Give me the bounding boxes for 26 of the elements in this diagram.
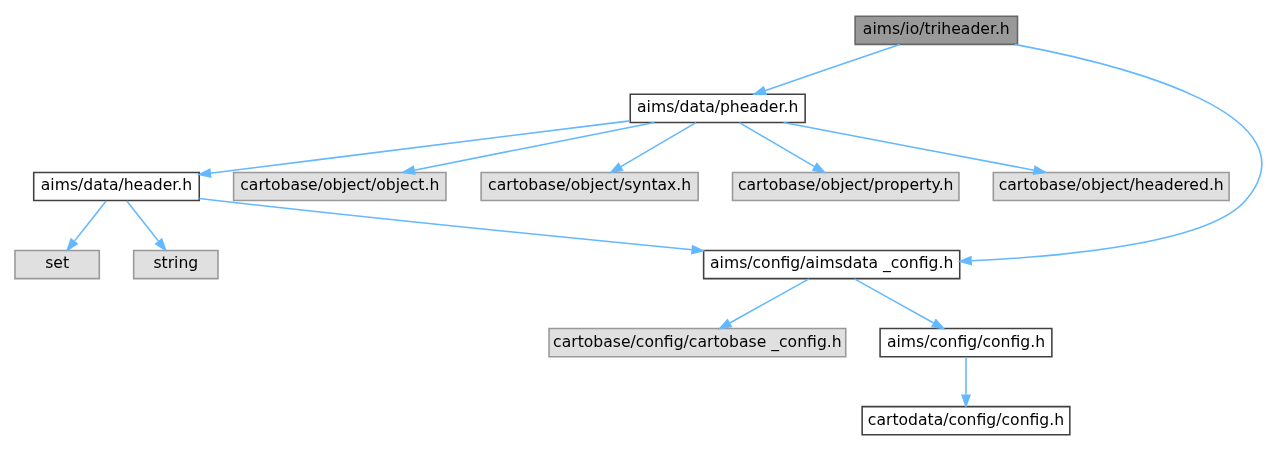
arrow [957,43,1263,266]
node-box: aims/config/aimsdata _config.h [702,249,961,280]
arrow [853,278,946,330]
arrow [126,200,168,252]
node-box: aims/config/config.h [879,327,1053,358]
arrow [198,197,706,255]
node-box: string [132,249,219,280]
arrow [717,278,810,330]
arrow [609,121,697,174]
node-box: cartodata/config/config.h [861,405,1071,436]
node-box: aims/io/triheader.h [854,15,1019,46]
arrow [752,43,901,96]
node-box: cartobase/object/headered.h [992,171,1230,202]
arrow [961,356,971,409]
node-box: cartobase/object/syntax.h [480,171,699,202]
arrow [738,121,827,174]
node-box: aims/data/header.h [32,171,200,202]
node-box: cartobase/object/object.h [232,171,447,202]
arrow [197,120,631,178]
arrow [782,121,1048,175]
node-box: cartobase/object/property.h [731,171,960,202]
node-box: cartobase/config/cartobase _config.h [548,327,847,358]
arrow [400,121,656,175]
arrow [65,200,107,252]
node-box: set [14,249,101,280]
node-box: aims/data/pheader.h [629,93,806,124]
